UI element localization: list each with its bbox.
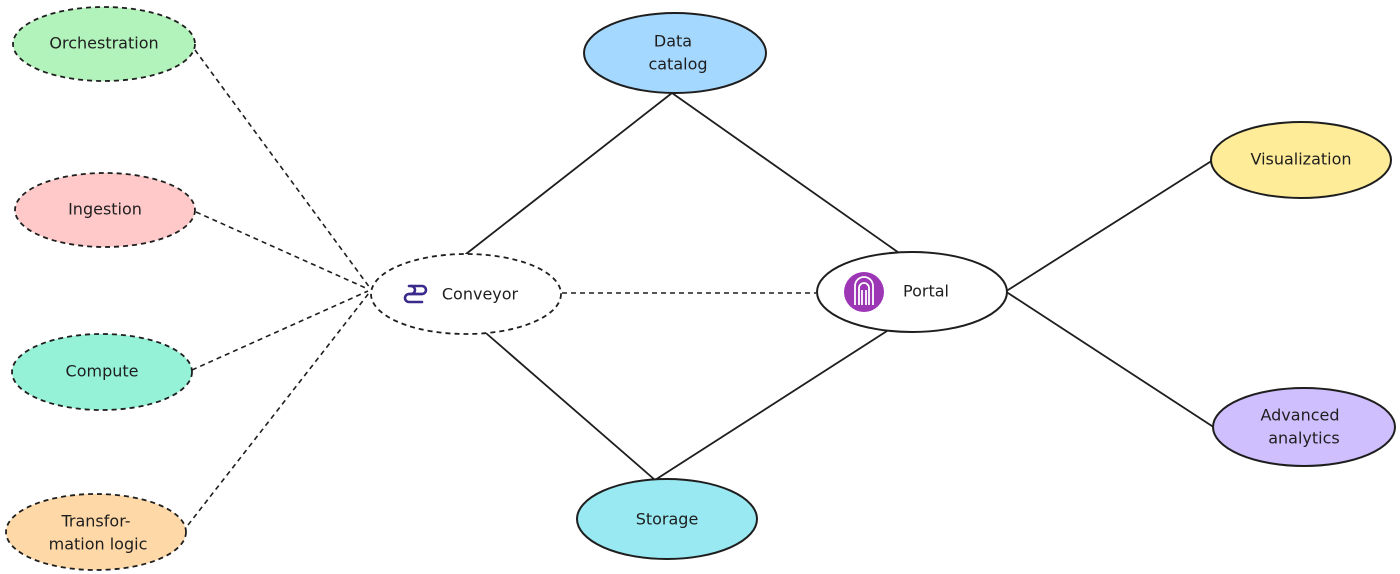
node-advanced-analytics-label-line2: analytics xyxy=(1268,429,1340,448)
node-visualization-shape xyxy=(1210,121,1392,199)
edge-compute-conveyor xyxy=(191,290,369,371)
node-compute-label: Compute xyxy=(66,362,139,381)
node-portal-shape xyxy=(816,251,1008,333)
node-orchestration-label: Orchestration xyxy=(49,34,158,53)
node-orchestration-shape xyxy=(12,6,196,82)
node-storage-label: Storage xyxy=(636,510,699,529)
node-transformation[interactable]: Transfor- mation logic xyxy=(5,493,187,571)
node-advanced-analytics-shape xyxy=(1212,387,1396,467)
node-transformation-shape xyxy=(5,493,187,571)
node-portal[interactable]: Portal xyxy=(816,251,1008,333)
edge-storage-portal xyxy=(654,330,888,481)
node-storage[interactable]: Storage xyxy=(576,478,758,560)
node-advanced-analytics-label-line1: Advanced xyxy=(1260,406,1339,425)
node-portal-label: Portal xyxy=(903,282,949,301)
edge-orchestration-conveyor xyxy=(194,49,371,289)
conveyor-logo-icon xyxy=(403,284,428,304)
node-ingestion-shape xyxy=(14,172,196,248)
node-data-catalog-shape xyxy=(583,12,767,94)
edges xyxy=(187,49,1216,526)
edge-portal-visualization xyxy=(1007,159,1214,291)
edge-ingestion-conveyor xyxy=(195,211,369,290)
portal-logo-icon xyxy=(844,272,884,312)
node-visualization-label: Visualization xyxy=(1250,150,1351,169)
edge-conveyor-storage xyxy=(486,333,656,481)
edge-transformation-conveyor xyxy=(187,292,370,526)
edge-data-catalog-portal xyxy=(671,92,903,256)
edge-portal-advanced-analytics xyxy=(1007,292,1216,429)
node-conveyor-shape xyxy=(370,253,562,335)
node-orchestration[interactable]: Orchestration xyxy=(12,6,196,82)
node-visualization[interactable]: Visualization xyxy=(1210,121,1392,199)
node-storage-shape xyxy=(576,478,758,560)
node-data-catalog-label-line1: Data xyxy=(654,32,692,51)
node-data-catalog[interactable]: Data catalog xyxy=(583,12,767,94)
node-transformation-label-line2: mation logic xyxy=(49,535,148,554)
node-ingestion[interactable]: Ingestion xyxy=(14,172,196,248)
node-conveyor[interactable]: Conveyor xyxy=(370,253,562,335)
node-ingestion-label: Ingestion xyxy=(68,200,142,219)
node-conveyor-label: Conveyor xyxy=(442,285,519,304)
node-transformation-label-line1: Transfor- xyxy=(60,512,130,531)
edge-conveyor-data-catalog xyxy=(465,92,673,255)
node-compute[interactable]: Compute xyxy=(11,333,193,411)
node-advanced-analytics[interactable]: Advanced analytics xyxy=(1212,387,1396,467)
node-compute-shape xyxy=(11,333,193,411)
node-data-catalog-label-line2: catalog xyxy=(648,55,707,74)
